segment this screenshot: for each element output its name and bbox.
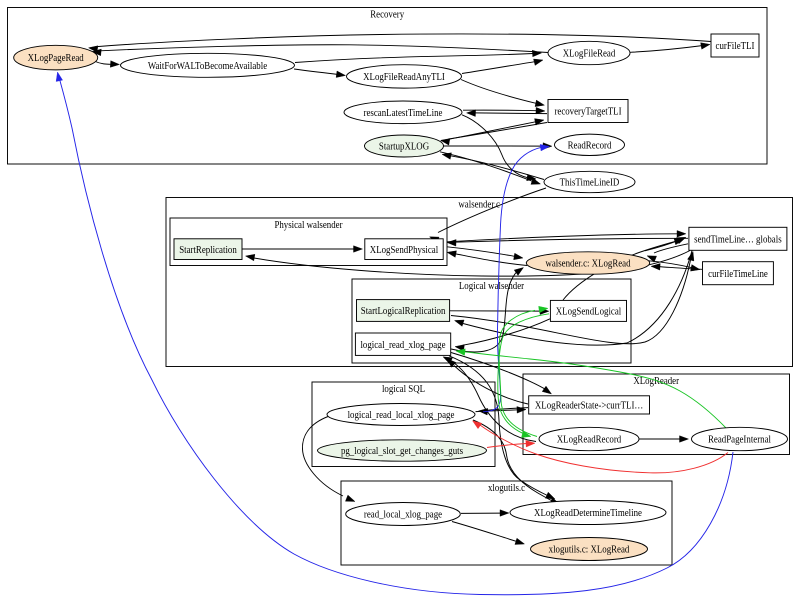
svg-text:recoveryTargetTLI: recoveryTargetTLI xyxy=(554,107,622,118)
svg-text:XLogReaderState->currTLI…: XLogReaderState->currTLI… xyxy=(535,401,643,412)
svg-text:XLogSendLogical: XLogSendLogical xyxy=(556,307,622,318)
svg-text:ReadPageInternal: ReadPageInternal xyxy=(708,435,771,446)
svg-text:rescanLatestTimeLine: rescanLatestTimeLine xyxy=(364,108,443,119)
svg-text:XLogFileRead: XLogFileRead xyxy=(563,49,616,60)
svg-text:curFileTLI: curFileTLI xyxy=(716,41,755,52)
svg-text:WaitForWALToBecomeAvailable: WaitForWALToBecomeAvailable xyxy=(148,61,268,72)
svg-text:ThisTimeLineID: ThisTimeLineID xyxy=(560,178,620,189)
svg-text:ReadRecord: ReadRecord xyxy=(568,140,613,151)
svg-text:XLogReadRecord: XLogReadRecord xyxy=(557,435,622,446)
svg-text:Physical walsender: Physical walsender xyxy=(274,220,343,231)
svg-text:XLogReader: XLogReader xyxy=(633,376,679,387)
svg-text:pg_logical_slot_get_changes_gu: pg_logical_slot_get_changes_guts xyxy=(341,446,463,457)
svg-text:XLogReadDetermineTimeline: XLogReadDetermineTimeline xyxy=(534,508,642,519)
svg-text:StartReplication: StartReplication xyxy=(179,245,237,256)
svg-text:sendTimeLine… globals: sendTimeLine… globals xyxy=(694,234,782,245)
svg-text:XLogPageRead: XLogPageRead xyxy=(28,53,85,64)
svg-text:curFileTimeLine: curFileTimeLine xyxy=(708,269,768,280)
svg-text:read_local_xlog_page: read_local_xlog_page xyxy=(364,510,443,521)
svg-text:xlogutils.c: XLogRead: xlogutils.c: XLogRead xyxy=(549,545,630,556)
svg-text:walsender.c: XLogRead: walsender.c: XLogRead xyxy=(545,259,631,270)
svg-text:StartupXLOG: StartupXLOG xyxy=(379,142,430,153)
svg-text:logical_read_local_xlog_page: logical_read_local_xlog_page xyxy=(348,410,455,421)
svg-text:xlogutils.c: xlogutils.c xyxy=(488,483,525,494)
svg-text:logical_read_xlog_page: logical_read_xlog_page xyxy=(360,340,445,351)
svg-text:walsender.c: walsender.c xyxy=(458,200,500,211)
svg-text:XLogFileReadAnyTLI: XLogFileReadAnyTLI xyxy=(363,72,445,83)
svg-text:Logical walsender: Logical walsender xyxy=(459,281,525,292)
svg-text:StartLogicalReplication: StartLogicalReplication xyxy=(361,306,446,317)
svg-text:Recovery: Recovery xyxy=(370,10,405,21)
svg-text:logical SQL: logical SQL xyxy=(382,384,425,395)
svg-text:XLogSendPhysical: XLogSendPhysical xyxy=(370,245,439,256)
